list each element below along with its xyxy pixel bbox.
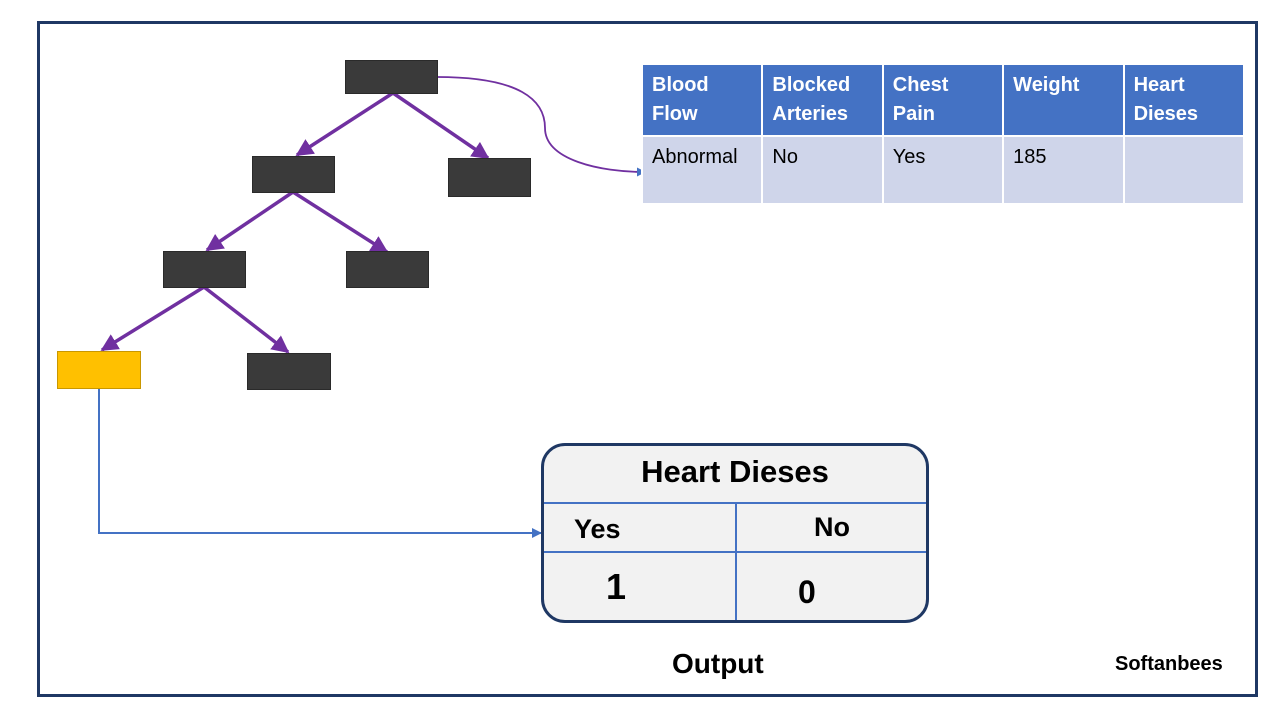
brand-label: Softanbees — [1115, 653, 1223, 675]
leaf-to-output-connector — [98, 388, 542, 538]
table-header: Blood Flow — [640, 63, 764, 137]
table-header: Weight — [1002, 63, 1125, 137]
table-header: Blocked Arteries — [761, 63, 884, 137]
tree-node-root — [345, 60, 438, 94]
tree-node-l1-right — [448, 158, 531, 197]
edge-l1-right — [292, 190, 389, 254]
result-divider-vertical — [735, 502, 737, 620]
root-to-table-connector — [436, 76, 646, 177]
table-header-row: Blood Flow Blocked Arteries Chest Pain W… — [640, 63, 1246, 137]
tree-node-l3-right — [247, 353, 331, 390]
table-header: Heart Dieses — [1122, 63, 1246, 137]
result-no-count: 0 — [798, 574, 816, 610]
table-cell — [1122, 135, 1246, 205]
edge-l1-left — [205, 190, 294, 252]
tree-node-l1-left — [252, 156, 335, 193]
output-label: Output — [672, 648, 764, 679]
edge-root-left — [295, 91, 394, 157]
result-no-label: No — [814, 512, 850, 542]
table-row: Abnormal No Yes 185 — [640, 135, 1246, 205]
table-cell: Abnormal — [640, 135, 764, 205]
result-yes-count: 1 — [606, 566, 627, 607]
edge-l2-right — [202, 285, 290, 354]
edge-l2-left — [100, 285, 205, 352]
result-yes-label: Yes — [574, 514, 621, 544]
slide-frame — [37, 21, 1258, 697]
tree-node-selected-leaf — [57, 351, 141, 389]
tree-node-l2-right — [346, 251, 429, 288]
table-cell: No — [761, 135, 884, 205]
edge-root-right — [392, 91, 490, 160]
result-title: Heart Dieses — [641, 454, 829, 489]
table-cell: 185 — [1002, 135, 1125, 205]
tree-node-l2-left — [163, 251, 246, 288]
table-cell: Yes — [881, 135, 1005, 205]
heart-disease-result-box: Heart Dieses Yes No 1 0 — [541, 443, 929, 623]
table-header: Chest Pain — [881, 63, 1005, 137]
patient-data-table: Blood Flow Blocked Arteries Chest Pain W… — [640, 63, 1246, 205]
